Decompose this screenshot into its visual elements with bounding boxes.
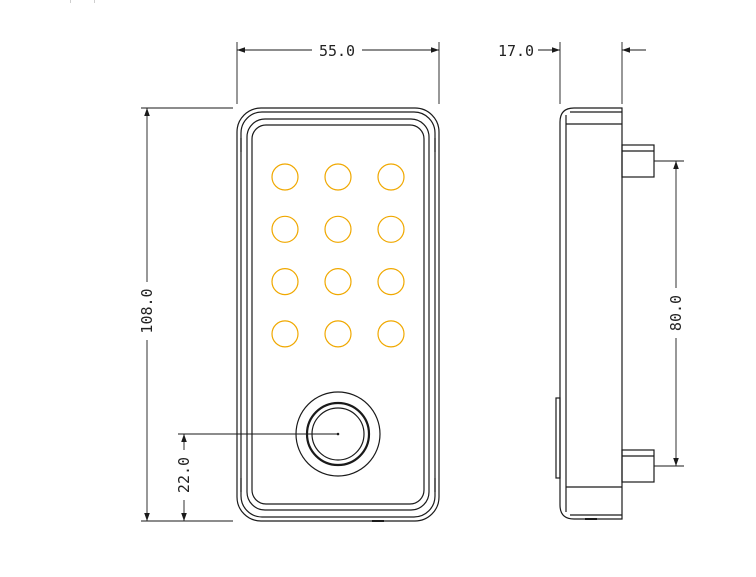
front-view (236, 107, 440, 522)
mount-spacing-dimension-label: 80.0 (667, 295, 685, 331)
keypad-key (377, 268, 405, 296)
side-button-detail (555, 397, 561, 479)
width-dimension-label: 55.0 (319, 42, 355, 60)
keypad-key (377, 215, 405, 243)
front-inner-frame (246, 118, 430, 511)
dimension-lines (141, 42, 684, 522)
button-offset-dimension-label: 22.0 (175, 457, 193, 493)
keypad-key (271, 215, 299, 243)
keypad-key (324, 215, 352, 243)
height-dimension-label: 108.0 (138, 288, 156, 333)
keypad (271, 163, 405, 348)
keypad-key (271, 163, 299, 191)
keypad-key (271, 320, 299, 348)
top-edge-mark-left (70, 0, 71, 3)
keypad-key (271, 268, 299, 296)
front-bezel (240, 111, 436, 518)
keypad-key (377, 163, 405, 191)
front-panel (251, 124, 425, 505)
top-edge-mark-right (94, 0, 95, 3)
keypad-key (377, 320, 405, 348)
keypad-key (324, 320, 352, 348)
keypad-key (324, 163, 352, 191)
mount-post-bottom (621, 449, 655, 483)
side-body-outline (559, 107, 623, 520)
keypad-key (324, 268, 352, 296)
front-outer-body (236, 107, 440, 522)
side-view (555, 107, 655, 520)
depth-dimension-label: 17.0 (498, 42, 534, 60)
mount-post-top (621, 144, 655, 178)
